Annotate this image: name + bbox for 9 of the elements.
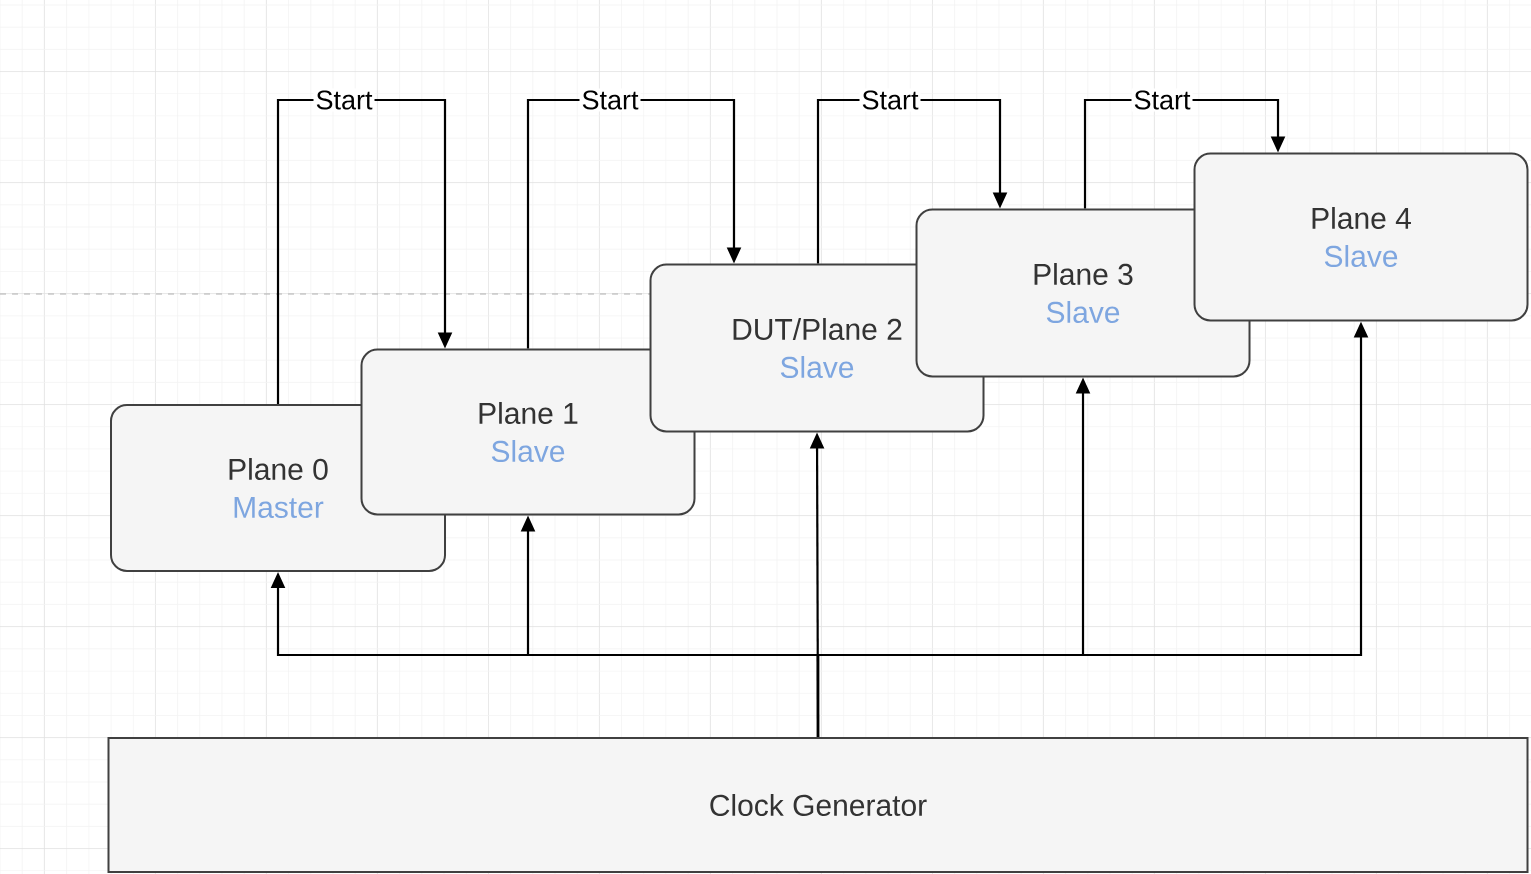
plane-box: Plane 4 Slave [1193, 152, 1529, 322]
arrow [526, 98, 742, 349]
edge-label: Start [859, 88, 921, 112]
clock-generator-box: Clock Generator [107, 737, 1529, 873]
edge-label: Start [579, 88, 641, 112]
edge-label: Start [1131, 88, 1193, 112]
edge-label: Start [313, 88, 375, 112]
arrow [276, 98, 453, 404]
plane-box: Plane 1 Slave [360, 348, 696, 516]
